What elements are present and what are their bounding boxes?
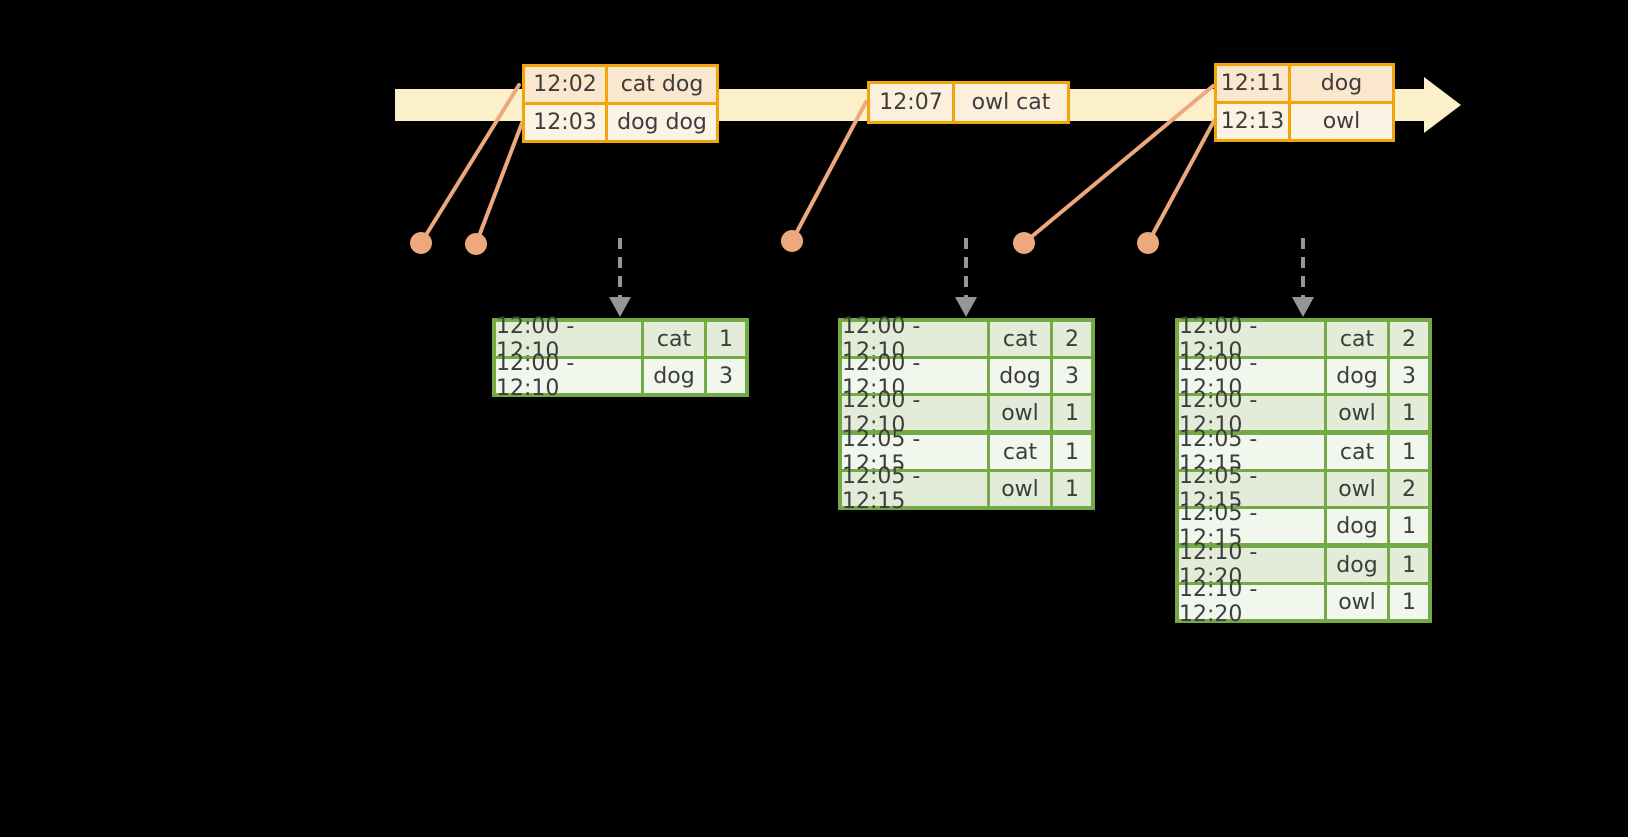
word-cell: owl bbox=[987, 472, 1050, 506]
result-row: 12:00 - 12:10 owl 1 bbox=[842, 388, 1091, 438]
result-row: 12:05 - 12:15 cat 1 bbox=[1179, 427, 1428, 477]
window-cell: 12:00 - 12:10 bbox=[1179, 388, 1258, 438]
event-time: 12:03 bbox=[533, 110, 597, 135]
count-cell: 1 bbox=[1387, 396, 1428, 430]
count-cell: 2 bbox=[1050, 322, 1091, 356]
result-table-3: 12:00 - 12:10 cat 2 12:00 - 12:10 dog 3 … bbox=[1175, 314, 1432, 627]
word-cell: dog bbox=[1324, 359, 1387, 393]
event-row: 12:03 dog dog bbox=[525, 102, 716, 140]
result-row: 12:05 - 12:15 dog 1 bbox=[1179, 501, 1428, 551]
count-cell: 1 bbox=[704, 322, 745, 356]
count-cell: 3 bbox=[1387, 359, 1428, 393]
word-cell: cat bbox=[987, 435, 1050, 469]
event-time: 12:07 bbox=[879, 90, 943, 115]
event-table-1207: 12:07 owl cat bbox=[867, 81, 1070, 124]
event-time: 12:13 bbox=[1220, 109, 1285, 134]
word-cell: dog bbox=[1324, 548, 1387, 582]
count-cell: 1 bbox=[1050, 435, 1091, 469]
count-cell: 1 bbox=[1050, 396, 1091, 430]
count-cell: 3 bbox=[704, 359, 745, 393]
event-dot bbox=[410, 232, 432, 254]
result-row: 12:00 - 12:10 dog 3 bbox=[842, 351, 1091, 401]
event-connector-line bbox=[419, 83, 521, 245]
word-cell: cat bbox=[1324, 435, 1387, 469]
window-cell: 12:05 - 12:15 bbox=[842, 464, 921, 514]
event-words: dog bbox=[1288, 66, 1392, 101]
word-cell: cat bbox=[1324, 322, 1387, 356]
window-cell: 12:00 - 12:10 bbox=[842, 388, 921, 438]
event-table-1211: 12:11 dog 12:13 owl bbox=[1214, 63, 1395, 142]
count-cell: 1 bbox=[1387, 585, 1428, 619]
trigger-arrowhead-icon bbox=[1292, 297, 1314, 317]
event-connector-line bbox=[474, 121, 524, 246]
event-dot bbox=[781, 230, 803, 252]
word-cell: owl bbox=[1324, 585, 1387, 619]
event-dot bbox=[1013, 232, 1035, 254]
event-row: 12:11 dog bbox=[1217, 66, 1392, 101]
timeline-arrowhead-icon bbox=[1424, 77, 1461, 133]
result-table-1: 12:00 - 12:10 cat 1 12:00 - 12:10 dog 3 bbox=[492, 314, 749, 401]
event-connector-line bbox=[790, 100, 868, 243]
event-time: 12:02 bbox=[533, 72, 597, 97]
event-words: owl cat bbox=[952, 84, 1067, 121]
word-cell: dog bbox=[1324, 509, 1387, 543]
window-cell: 12:10 - 12:20 bbox=[1179, 577, 1258, 627]
event-words: owl bbox=[1288, 104, 1392, 139]
count-cell: 1 bbox=[1387, 548, 1428, 582]
result-row: 12:05 - 12:15 cat 1 bbox=[842, 427, 1091, 477]
window-cell: 12:00 - 12:10 bbox=[496, 351, 575, 401]
word-cell: owl bbox=[1324, 396, 1387, 430]
count-cell: 2 bbox=[1387, 472, 1428, 506]
word-cell: cat bbox=[641, 322, 704, 356]
event-table-1202: 12:02 cat dog 12:03 dog dog bbox=[522, 64, 719, 143]
event-words: dog dog bbox=[605, 105, 716, 140]
count-cell: 1 bbox=[1387, 509, 1428, 543]
window-cell: 12:05 - 12:15 bbox=[1179, 464, 1258, 514]
result-row: 12:00 - 12:10 owl 1 bbox=[1179, 388, 1428, 438]
trigger-arrowhead-icon bbox=[609, 297, 631, 317]
trigger-arrowhead-icon bbox=[955, 297, 977, 317]
event-row: 12:13 owl bbox=[1217, 101, 1392, 139]
result-row: 12:05 - 12:15 owl 2 bbox=[1179, 464, 1428, 514]
result-row: 12:00 - 12:10 dog 3 bbox=[496, 351, 745, 401]
result-row: 12:00 - 12:10 cat 2 bbox=[842, 314, 1091, 364]
count-cell: 3 bbox=[1050, 359, 1091, 393]
word-cell: owl bbox=[987, 396, 1050, 430]
result-table-2: 12:00 - 12:10 cat 2 12:00 - 12:10 dog 3 … bbox=[838, 314, 1095, 514]
window-cell: 12:05 - 12:15 bbox=[1179, 501, 1258, 551]
event-connector-line bbox=[1146, 119, 1216, 245]
event-row: 12:07 owl cat bbox=[870, 84, 1067, 121]
word-cell: dog bbox=[641, 359, 704, 393]
event-dot bbox=[1137, 232, 1159, 254]
event-dot bbox=[465, 233, 487, 255]
result-row: 12:05 - 12:15 owl 1 bbox=[842, 464, 1091, 514]
event-connector-line bbox=[1022, 84, 1215, 245]
event-words: cat dog bbox=[605, 67, 716, 102]
event-row: 12:02 cat dog bbox=[525, 67, 716, 102]
word-cell: owl bbox=[1324, 472, 1387, 506]
result-row: 12:10 - 12:20 dog 1 bbox=[1179, 540, 1428, 590]
result-row: 12:00 - 12:10 cat 2 bbox=[1179, 314, 1428, 364]
event-time: 12:11 bbox=[1220, 71, 1285, 96]
word-cell: dog bbox=[987, 359, 1050, 393]
count-cell: 2 bbox=[1387, 322, 1428, 356]
word-cell: cat bbox=[987, 322, 1050, 356]
count-cell: 1 bbox=[1387, 435, 1428, 469]
result-row: 12:10 - 12:20 owl 1 bbox=[1179, 577, 1428, 627]
window-cell: 12:05 - 12:15 bbox=[1179, 427, 1258, 477]
count-cell: 1 bbox=[1050, 472, 1091, 506]
